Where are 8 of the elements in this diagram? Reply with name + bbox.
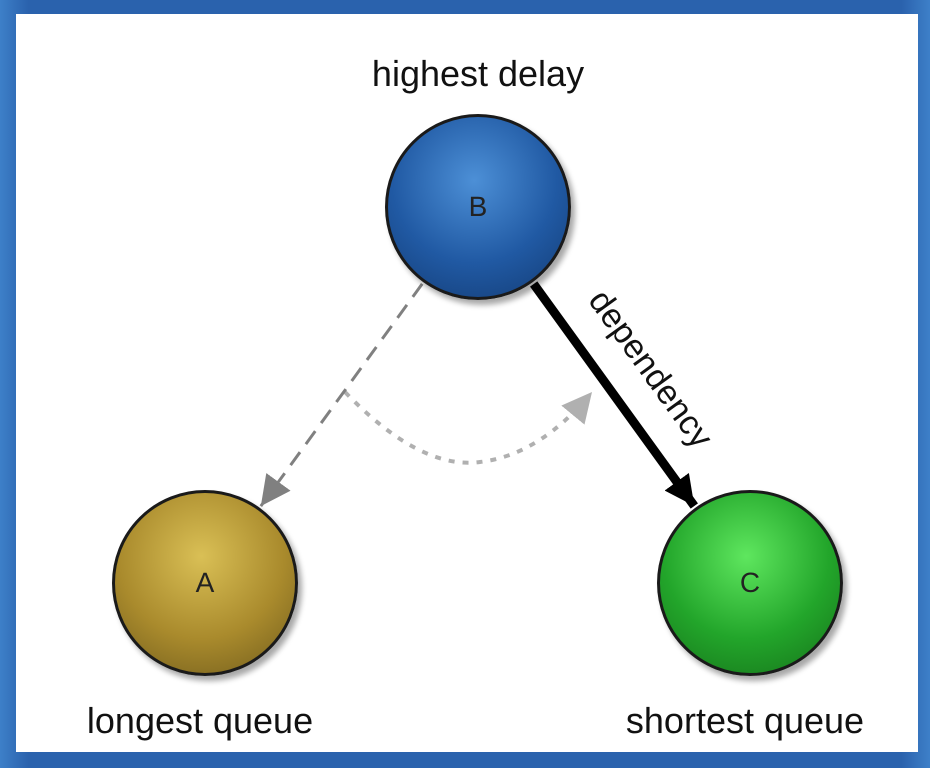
node-caption: shortest queue xyxy=(626,700,864,742)
arrow xyxy=(260,283,424,507)
node-caption: highest delay xyxy=(372,53,584,95)
node-label: A xyxy=(196,567,214,599)
node-caption: longest queue xyxy=(86,700,314,742)
arrow xyxy=(530,281,698,509)
node-label: B xyxy=(468,191,488,223)
node-label: C xyxy=(740,567,760,599)
